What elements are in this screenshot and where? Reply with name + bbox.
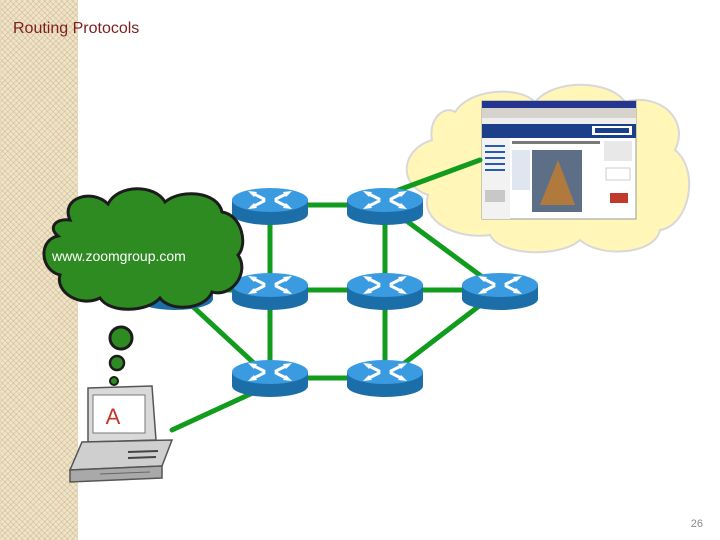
web-page-thumbnail-icon — [481, 100, 637, 220]
computer-label: A — [105, 404, 121, 429]
slide-title: Routing Protocols — [13, 20, 140, 37]
router-icon — [345, 186, 425, 227]
router-icon — [460, 271, 540, 312]
desktop-computer-icon — [68, 385, 174, 483]
router-icon — [230, 271, 310, 312]
router-icon — [345, 358, 425, 399]
router-icon — [230, 186, 310, 227]
router-icon — [345, 271, 425, 312]
thought-bubble — [42, 187, 245, 386]
router-icon — [230, 358, 310, 399]
page-number: 26 — [690, 518, 703, 530]
destination-url-label: www.zoomgroup.com — [52, 248, 186, 264]
